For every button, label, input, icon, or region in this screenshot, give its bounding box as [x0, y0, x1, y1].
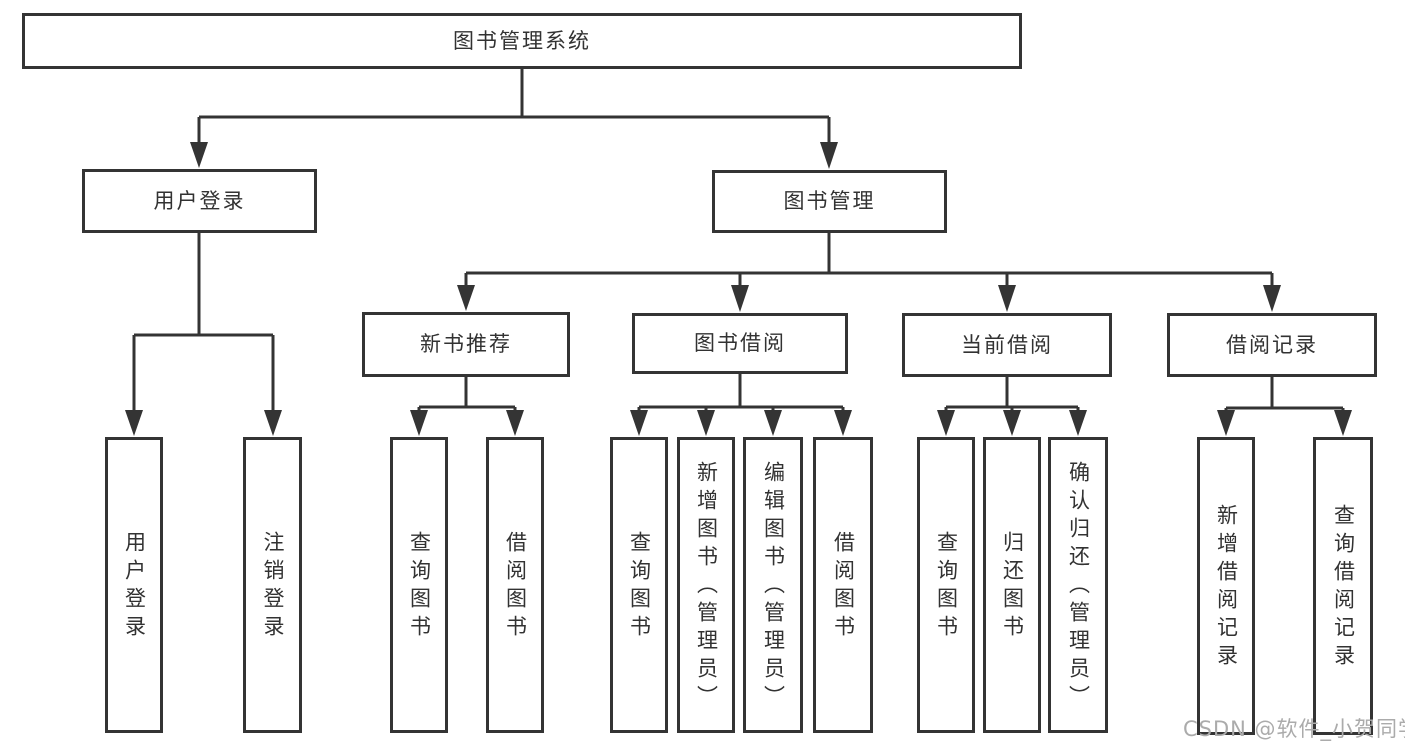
leaf-user-login: 用户登录: [105, 437, 163, 733]
leaf-query-books-recommend: 查询图书: [390, 437, 448, 733]
node-root: 图书管理系统: [22, 13, 1022, 69]
leaf-confirm-return-admin: 确认归还（管理员）: [1048, 437, 1108, 733]
node-current-borrow: 当前借阅: [902, 313, 1112, 377]
leaf-edit-book-admin: 编辑图书（管理员）: [743, 437, 803, 733]
node-book-management: 图书管理: [712, 170, 947, 233]
node-borrow-record: 借阅记录: [1167, 313, 1377, 377]
leaf-borrow-books-2: 借阅图书: [813, 437, 873, 733]
leaf-borrow-books-recommend: 借阅图书: [486, 437, 544, 733]
leaf-query-books-current: 查询图书: [917, 437, 975, 733]
node-new-book-recommend: 新书推荐: [362, 312, 570, 377]
leaf-query-borrow-record: 查询借阅记录: [1313, 437, 1373, 735]
leaf-add-book-admin: 新增图书（管理员）: [677, 437, 735, 733]
node-book-borrow: 图书借阅: [632, 313, 848, 374]
leaf-logout-login: 注销登录: [243, 437, 302, 733]
leaf-query-books-borrow: 查询图书: [610, 437, 668, 733]
leaf-return-books: 归还图书: [983, 437, 1041, 733]
node-user-login: 用户登录: [82, 169, 317, 233]
watermark: CSDN @软件_小贺同学: [1183, 717, 1405, 741]
leaf-add-borrow-record: 新增借阅记录: [1197, 437, 1255, 735]
